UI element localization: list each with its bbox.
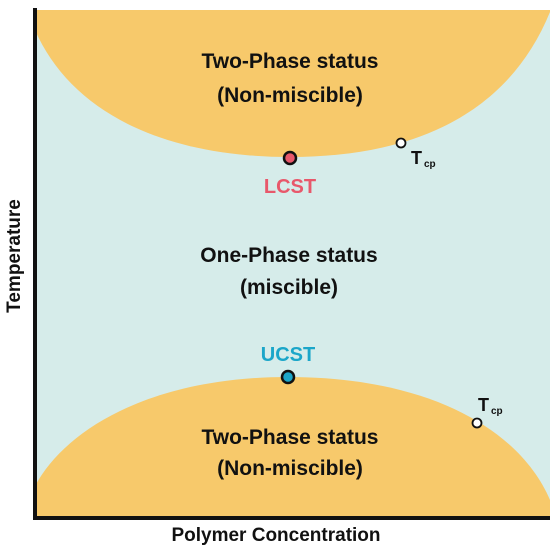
lower-tcp-subscript: cp: [491, 406, 503, 417]
ucst-point: [280, 369, 296, 385]
lcst-label: LCST: [264, 176, 316, 198]
y-axis-label: Temperature: [4, 199, 25, 313]
upper-tcp-point: [395, 137, 407, 149]
middle-region-label-line2: (miscible): [240, 276, 338, 299]
upper-two-phase-region: [35, 10, 550, 157]
middle-region-label-line1: One-Phase status: [200, 244, 377, 267]
lower-tcp-label: T: [478, 395, 489, 415]
lower-two-phase-region: [35, 377, 550, 518]
lower-region-label-line1: Two-Phase status: [202, 426, 379, 449]
upper-region-label-line2: (Non-miscible): [217, 84, 363, 107]
lower-tcp-point: [471, 417, 483, 429]
upper-tcp-subscript: cp: [424, 159, 436, 170]
lcst-point: [282, 150, 298, 166]
x-axis-label: Polymer Concentration: [171, 525, 380, 546]
upper-tcp-label: T: [411, 148, 422, 168]
ucst-label: UCST: [261, 344, 315, 366]
upper-region-label-line1: Two-Phase status: [202, 50, 379, 73]
lower-region-label-line2: (Non-miscible): [217, 457, 363, 480]
